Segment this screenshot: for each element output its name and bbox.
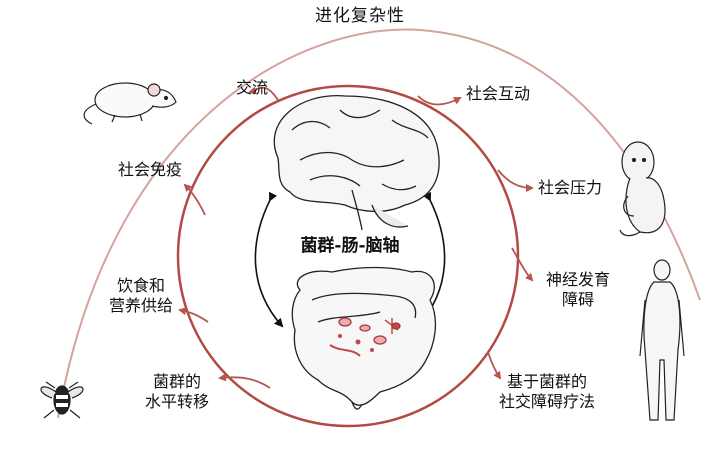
diagram-title: 进化复杂性 [315,6,405,26]
label-hgt-line2: 水平转移 [144,392,209,411]
center-axis-label: 菌群-肠-脑轴 [300,236,400,256]
monkey-illustration [619,141,666,237]
label-diet: 饮食和 营养供给 [96,276,186,316]
label-diet-line1: 饮食和 [116,276,165,295]
arrow-social-immunity [183,183,206,216]
arrow-social-interaction [417,95,462,106]
label-neuro: 神经发育 障碍 [528,270,628,310]
label-therapy-line2: 社交障碍疗法 [498,392,595,411]
gut-illustration [291,266,437,410]
label-therapy-line1: 基于菌群的 [506,372,587,391]
label-exchange: 交流 [236,78,269,97]
label-neuro-line1: 神经发育 [545,270,610,289]
label-hgt: 菌群的 水平转移 [132,372,222,412]
label-neuro-line2: 障碍 [561,290,594,309]
human-illustration [639,259,685,421]
mouse-illustration [83,82,177,125]
arrow-diet [178,307,209,323]
label-social-interaction: 社会互动 [466,84,531,103]
arrow-brain-gut-left [254,191,284,328]
arrow-social-stress [497,169,534,192]
label-social-stress: 社会压力 [538,178,603,197]
label-therapy: 基于菌群的 社交障碍疗法 [482,372,612,412]
axis-ring [176,84,520,428]
brain-illustration [273,95,440,231]
arrow-exchange [248,86,279,101]
label-social-immunity: 社会免疫 [118,160,183,179]
label-diet-line2: 营养供给 [108,296,173,315]
label-hgt-line1: 菌群的 [152,372,201,391]
arrow-hgt [218,373,271,389]
fly-illustration [40,381,84,419]
arrow-neuro [511,247,534,282]
arrow-therapy [487,351,502,380]
